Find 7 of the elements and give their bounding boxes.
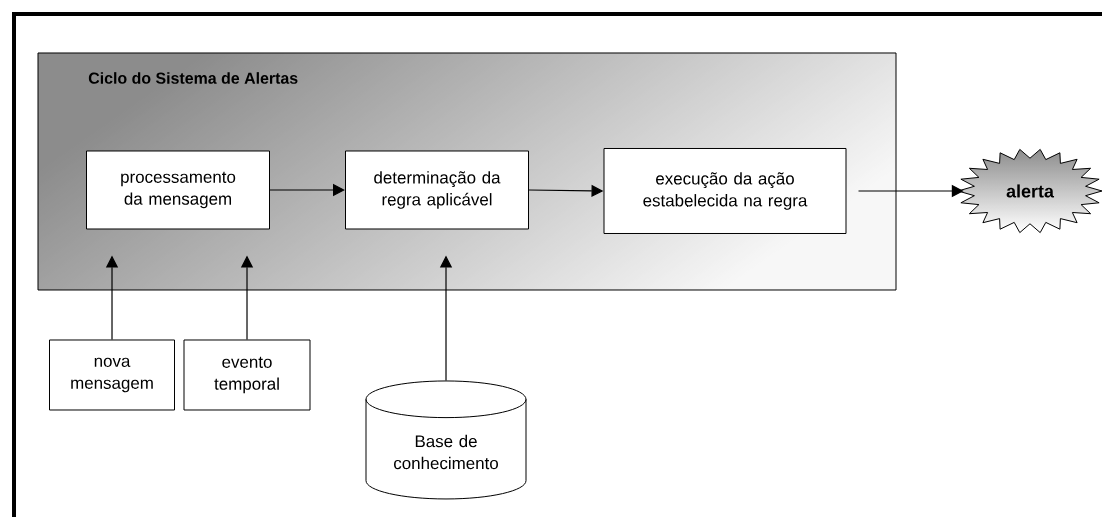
process-box: determinação da regra aplicável	[345, 150, 529, 230]
process-box: processamento da mensagem	[86, 150, 270, 230]
process-box: nova mensagem	[49, 339, 175, 411]
database-cylinder: Base de conhecimento	[365, 380, 527, 500]
process-box: execução da ação estabelecida na regra	[603, 148, 847, 234]
alert-burst: alerta	[957, 148, 1102, 234]
process-box: evento temporal	[183, 339, 311, 411]
